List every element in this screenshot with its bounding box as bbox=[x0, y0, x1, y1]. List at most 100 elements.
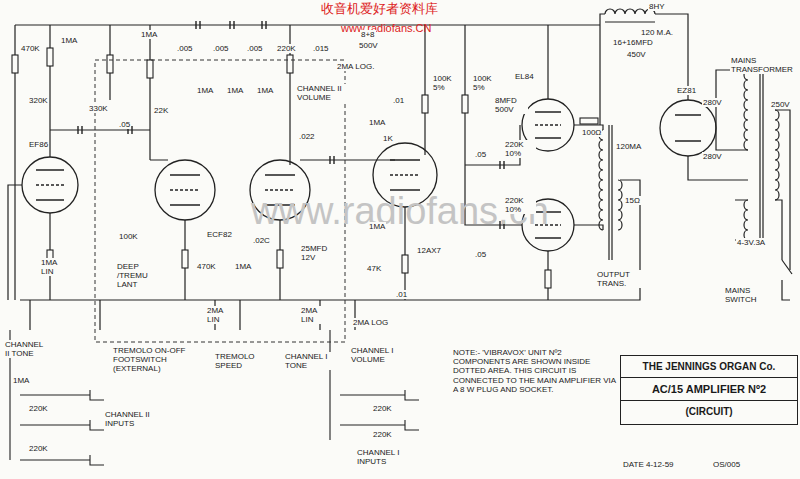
resistor-symbol bbox=[47, 48, 53, 66]
core-symbol bbox=[609, 125, 612, 260]
resistor-symbol bbox=[182, 250, 188, 268]
component-label: 2MA LIN bbox=[300, 306, 326, 324]
core-symbol bbox=[760, 65, 763, 245]
component-label: 4-3V.3A bbox=[736, 238, 766, 247]
component-label: 22K bbox=[153, 106, 169, 115]
component-label: 8+8 bbox=[360, 30, 376, 39]
component-label: .015 bbox=[312, 44, 330, 53]
resistor-symbol bbox=[12, 55, 18, 73]
component-label: CHANNEL I INPUTS bbox=[356, 448, 418, 466]
component-label: 1MA bbox=[256, 86, 274, 95]
component-label: NOTE:- 'VIBRAVOX' UNIT Nº2 COMPONENTS AR… bbox=[452, 348, 618, 394]
coil-symbol bbox=[618, 180, 622, 230]
component-label: 12AX7 bbox=[416, 246, 442, 255]
component-label: 8MFD 500V bbox=[494, 96, 528, 114]
component-label: .022 bbox=[298, 132, 316, 141]
component-label: 500V bbox=[358, 41, 379, 50]
electrode-symbol bbox=[36, 112, 701, 238]
component-label: 220K bbox=[372, 430, 393, 439]
component-label: 450V bbox=[626, 50, 647, 59]
resistor-symbol bbox=[422, 95, 428, 113]
component-label: 250V bbox=[770, 100, 791, 109]
watermark-text: www.radiofans.CN bbox=[340, 22, 432, 35]
title-block: THE JENNINGS ORGAN Co.AC/15 AMPLIFIER Nº… bbox=[620, 355, 798, 425]
component-label: EZ81 bbox=[676, 86, 697, 95]
resistor-symbol bbox=[402, 255, 408, 273]
resistor-symbol bbox=[277, 250, 283, 268]
component-label: 2MA LIN bbox=[206, 306, 232, 324]
watermark-text: 收音机爱好者资料库 bbox=[320, 2, 439, 17]
component-label: .02C bbox=[252, 236, 271, 245]
switch-symbol bbox=[782, 260, 792, 274]
component-label: 1MA bbox=[368, 222, 386, 231]
supply-wire bbox=[574, 14, 748, 300]
component-label: 470K bbox=[20, 44, 41, 53]
component-label: 1K bbox=[382, 134, 394, 143]
component-label: CHANNEL II INPUTS bbox=[104, 410, 162, 428]
component-label: CHANNEL II TONE bbox=[4, 340, 46, 358]
resistor-symbol bbox=[580, 118, 598, 124]
coil-symbol bbox=[744, 200, 748, 240]
component-label: 1MA bbox=[196, 86, 214, 95]
component-label: 220K 10% bbox=[504, 140, 536, 158]
transformers bbox=[599, 9, 792, 274]
component-label: 280V bbox=[702, 98, 723, 107]
component-label: 15Ω bbox=[624, 196, 641, 205]
coil-symbol bbox=[744, 70, 748, 150]
component-label: 1MA LIN bbox=[40, 258, 66, 276]
component-label: 2MA LOG bbox=[352, 318, 389, 327]
component-label: 1MA bbox=[140, 30, 158, 39]
component-label: 220K bbox=[372, 404, 393, 413]
component-label: .01 bbox=[395, 290, 408, 299]
component-label: 470K bbox=[196, 262, 217, 271]
component-label: CHANNEL II VOLUME bbox=[296, 84, 348, 102]
coil-symbol bbox=[775, 110, 779, 200]
jack-symbol bbox=[330, 330, 419, 440]
component-label: TREMOLO SPEED bbox=[214, 352, 272, 370]
mains-wire bbox=[716, 70, 790, 300]
component-label: 2MA LOG. bbox=[336, 62, 375, 71]
resistors bbox=[12, 48, 598, 288]
component-label: 100K bbox=[118, 232, 139, 241]
component-label: 1MA bbox=[12, 376, 30, 385]
title-text: THE JENNINGS ORGAN Co. bbox=[621, 356, 797, 378]
component-label: .05 bbox=[474, 250, 487, 259]
component-label: 16+16MFD bbox=[612, 38, 654, 47]
component-label: .005 bbox=[176, 44, 194, 53]
component-label: DEEP /TREMU LANT bbox=[116, 262, 154, 290]
resistor-symbol bbox=[462, 95, 468, 113]
component-label: 8HY bbox=[648, 2, 666, 11]
component-label: 1MA bbox=[368, 118, 386, 127]
component-label: 280V bbox=[702, 152, 723, 161]
component-label: 220K bbox=[28, 444, 49, 453]
component-label: 220K 10% bbox=[504, 196, 536, 214]
component-label: DATE 4-12-59 bbox=[622, 460, 675, 469]
jacks bbox=[10, 330, 419, 465]
component-label: 120MA bbox=[615, 142, 642, 151]
component-label: 1MA bbox=[234, 262, 252, 271]
title-text: AC/15 AMPLIFIER Nº2 bbox=[621, 378, 797, 401]
component-label: MAINS SWITCH bbox=[724, 286, 770, 304]
component-label: CHANNEL I TONE bbox=[284, 352, 336, 370]
component-label: .05 bbox=[474, 150, 487, 159]
component-label: 220K bbox=[28, 404, 49, 413]
component-label: MAINS TRANSFORMER bbox=[730, 56, 794, 74]
tube-symbol bbox=[660, 100, 716, 156]
component-label: 25MFD 12V bbox=[300, 244, 332, 262]
component-label: 220K bbox=[276, 44, 297, 53]
component-label: .01 bbox=[392, 96, 405, 105]
component-label: 120 M.A. bbox=[640, 28, 674, 37]
wires bbox=[8, 14, 790, 330]
component-label: 330K bbox=[88, 104, 109, 113]
component-label: 47K bbox=[366, 264, 382, 273]
rail-wire bbox=[15, 25, 610, 300]
component-label: ECF82 bbox=[206, 230, 233, 239]
component-label: .005 bbox=[212, 44, 230, 53]
tube-symbol bbox=[22, 157, 78, 213]
component-label: OS/005 bbox=[712, 460, 741, 469]
component-label: OUTPUT TRANS. bbox=[596, 270, 642, 288]
component-label: 100K 5% bbox=[432, 74, 462, 92]
component-label: EF86 bbox=[28, 140, 49, 149]
component-label: .05 bbox=[118, 120, 131, 129]
